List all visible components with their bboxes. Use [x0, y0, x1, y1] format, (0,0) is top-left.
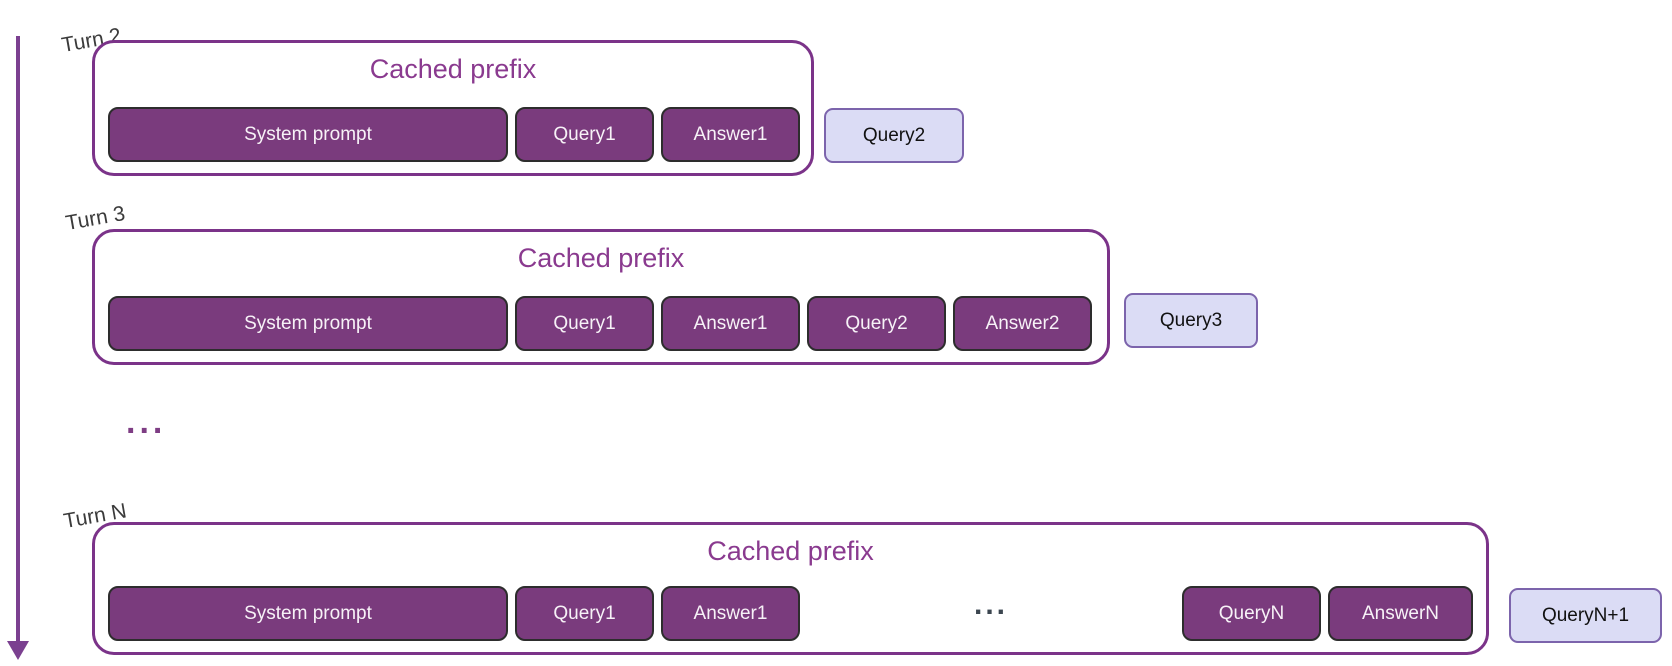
token-queryN1-new: QueryN+1 [1509, 588, 1662, 643]
cached-prefix-title: Cached prefix [707, 536, 874, 566]
token-query2: Query2 [807, 296, 946, 351]
more-turns-ellipsis: ... [126, 403, 167, 441]
token-system-prompt: System prompt [108, 296, 508, 351]
token-query3-new: Query3 [1124, 293, 1258, 348]
token-system-prompt: System prompt [108, 107, 508, 162]
token-query1: Query1 [515, 586, 654, 641]
turn-n-cached-prefix-frame: Cached prefix System prompt Query1 Answe… [92, 522, 1489, 655]
turn-n-token-row: System prompt Query1 Answer1 ... QueryN … [108, 586, 1473, 641]
turn-3-cached-prefix-frame: Cached prefix System prompt Query1 Answe… [92, 229, 1110, 365]
token-answer1: Answer1 [661, 586, 800, 641]
token-query1: Query1 [515, 107, 654, 162]
arrow-down-icon [7, 641, 29, 660]
cached-prefix-title: Cached prefix [517, 243, 685, 273]
turn-3-token-row: System prompt Query1 Answer1 Query2 Answ… [108, 296, 1094, 351]
token-system-prompt: System prompt [108, 586, 508, 641]
omitted-tokens-ellipsis: ... [973, 587, 1008, 621]
token-queryN: QueryN [1182, 586, 1321, 641]
token-answerN: AnswerN [1328, 586, 1473, 641]
token-answer2: Answer2 [953, 296, 1092, 351]
turn-2-token-row: System prompt Query1 Answer1 [108, 107, 800, 162]
token-query2-new: Query2 [824, 108, 964, 163]
cached-prefix-title: Cached prefix [369, 54, 537, 84]
token-answer1: Answer1 [661, 296, 800, 351]
turn-flow-arrow-line [16, 36, 20, 642]
turn-2-cached-prefix-frame: Cached prefix System prompt Query1 Answe… [92, 40, 814, 176]
token-query1: Query1 [515, 296, 654, 351]
token-answer1: Answer1 [661, 107, 800, 162]
